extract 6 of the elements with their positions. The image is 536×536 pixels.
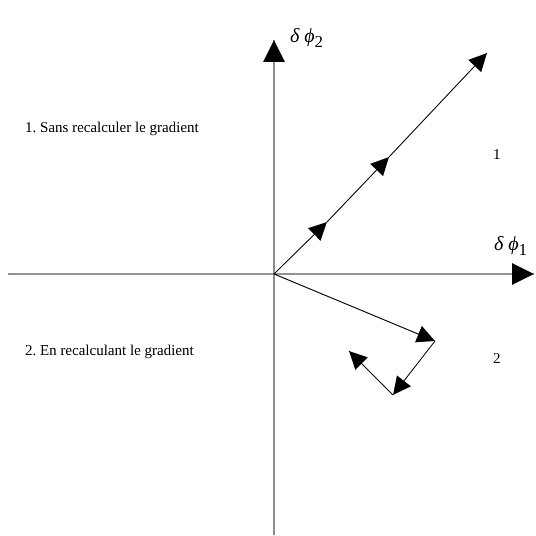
region-number: 2 (493, 350, 500, 369)
axis-label: δ ϕ$_{2}$ (290, 24, 323, 53)
annotation-text: 1. Sans recalculer le gradient (25, 119, 200, 138)
annotation-text: 2. En recalculant le gradient (25, 342, 195, 361)
region-number: 1 (493, 146, 500, 165)
axis-label: δ ϕ$_{1}$ (494, 232, 527, 261)
